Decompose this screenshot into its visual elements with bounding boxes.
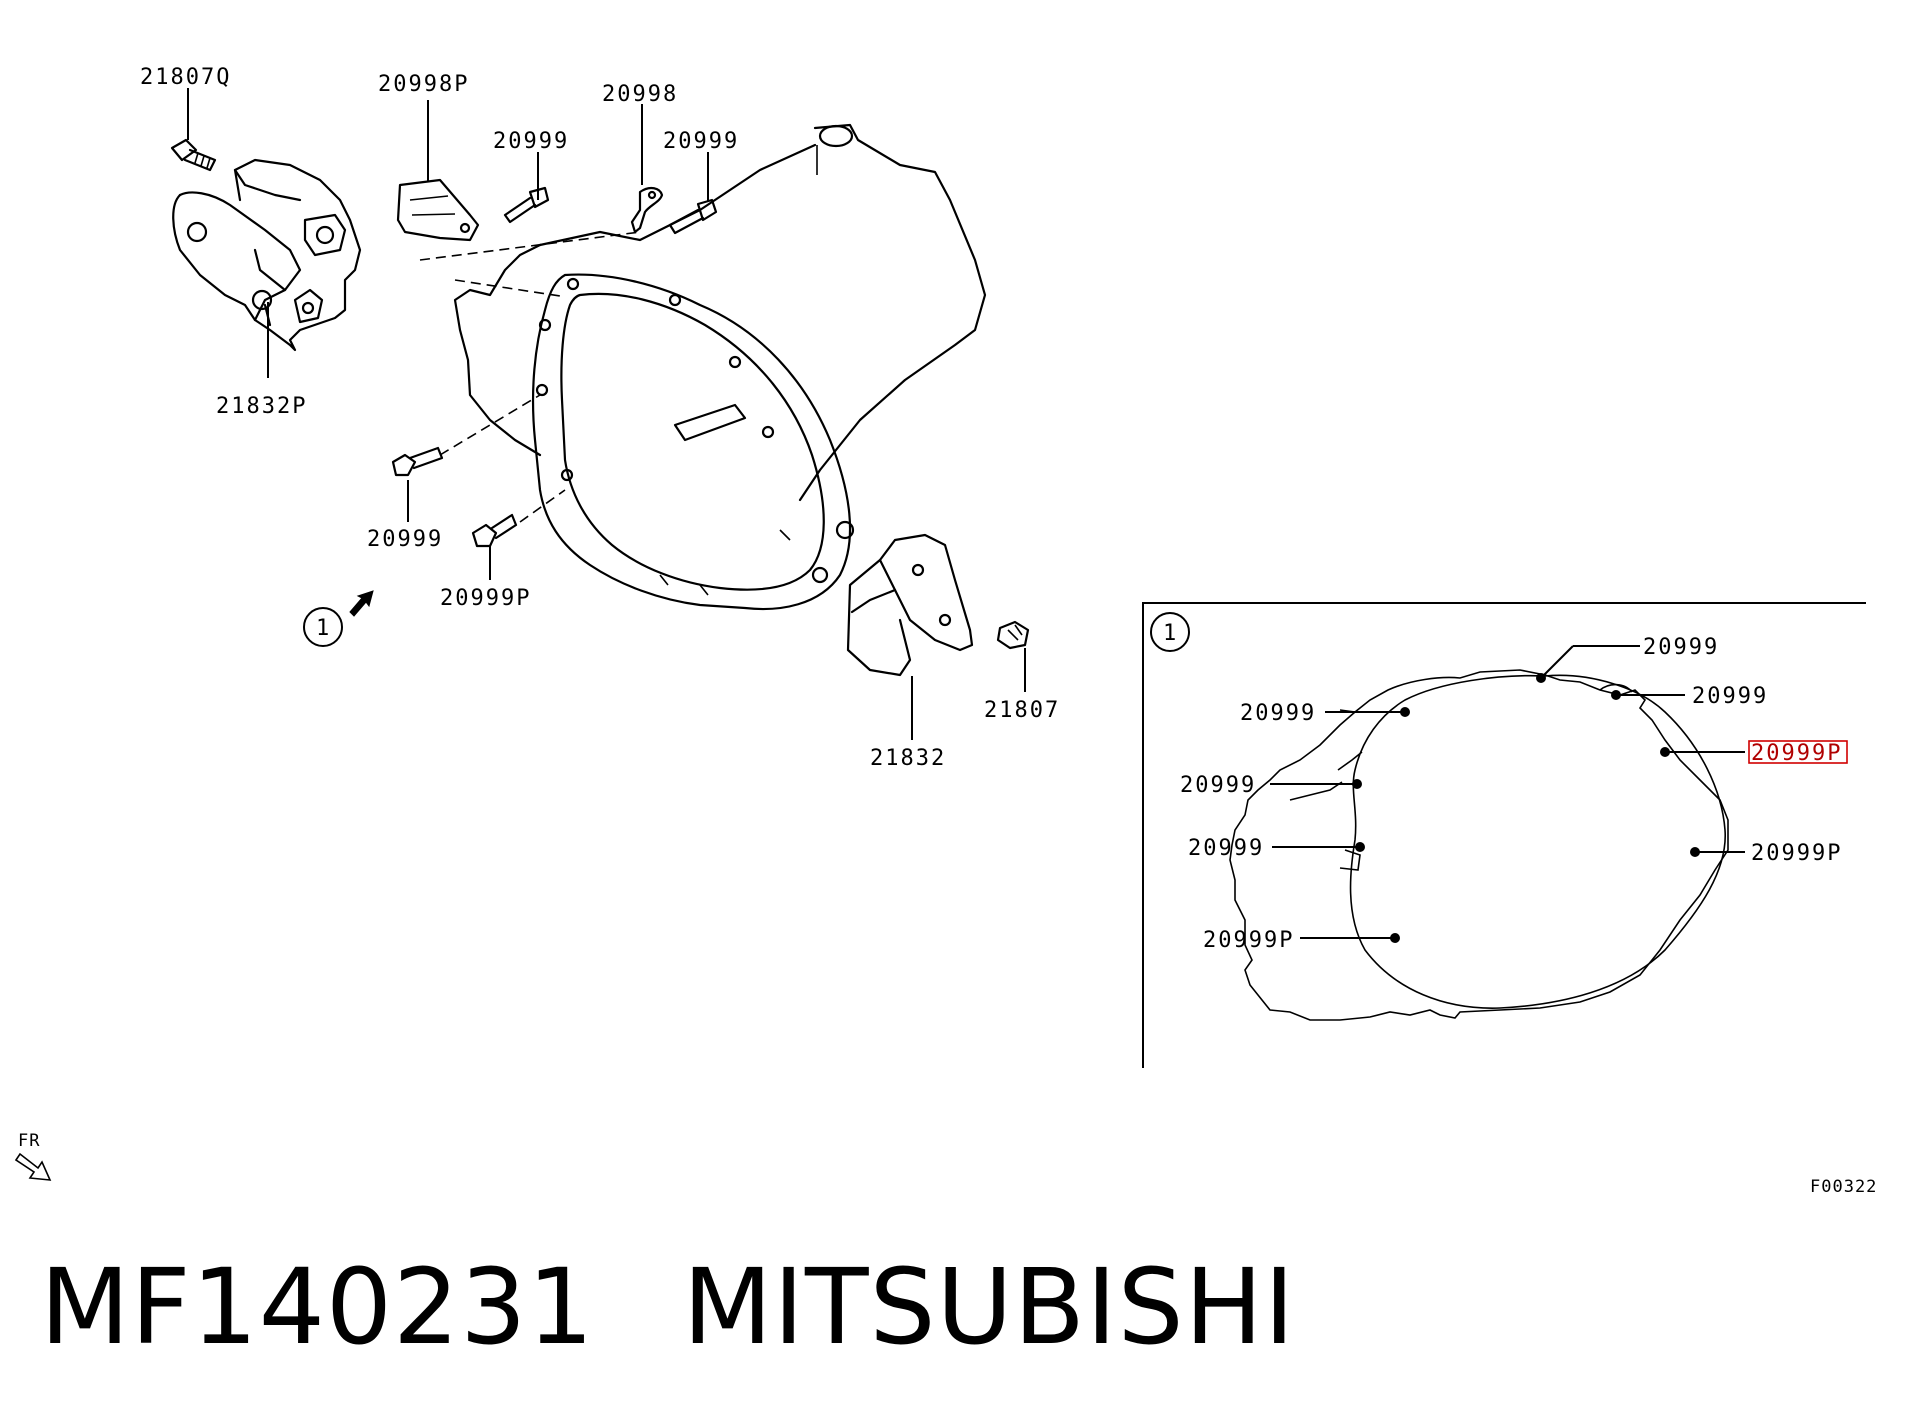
- fr-label: FR: [18, 1131, 40, 1151]
- label-20999-b: 20999: [663, 129, 739, 154]
- label-20998p: 20998P: [378, 72, 469, 97]
- detail-label-left: 20999: [1188, 836, 1264, 861]
- bolt-21807q: [170, 138, 217, 172]
- label-20999p: 20999P: [440, 586, 531, 611]
- detail-label-right-highlighted: 20999P: [1751, 741, 1842, 766]
- detail-label-upper-left: 20999: [1240, 701, 1316, 726]
- bolt-20999p-left: [471, 513, 518, 548]
- clip-20998: [630, 186, 664, 234]
- fr-arrow-icon: [14, 1152, 52, 1181]
- label-20999-a: 20999: [493, 129, 569, 154]
- label-20999-c: 20999: [367, 527, 443, 552]
- bolt-21807: [996, 620, 1030, 650]
- label-21832p: 21832P: [216, 394, 307, 419]
- highlight-box: [1748, 740, 1848, 764]
- detail-label-top: 20999: [1643, 635, 1719, 660]
- svg-text:1: 1: [316, 616, 329, 641]
- detail-label-mid-left: 20999: [1180, 773, 1256, 798]
- leaders: [187, 88, 1026, 740]
- label-21807: 21807: [984, 698, 1060, 723]
- upper-bracket-21832p: [172, 158, 362, 352]
- view-callout: 1: [303, 607, 343, 647]
- figure-code: F00322: [1810, 1177, 1877, 1197]
- detail-label-right-lower: 20999P: [1751, 841, 1842, 866]
- part-number: MF140231: [40, 1246, 595, 1368]
- transmission-housing: [453, 123, 987, 611]
- svg-text:1: 1: [1163, 621, 1176, 646]
- view-arrow: [349, 590, 374, 617]
- lower-bracket-21832: [846, 533, 974, 677]
- front-direction-indicator: FR: [14, 1131, 52, 1181]
- installation-lines: [419, 231, 641, 523]
- detail-label-lower-left: 20999P: [1203, 928, 1294, 953]
- shield-plate-20998p: [396, 178, 480, 242]
- label-20998: 20998: [602, 82, 678, 107]
- bolt-20999-top: [503, 186, 550, 224]
- detail-view: 1 20999 20999 20999: [1142, 602, 1866, 1068]
- brand-name: MITSUBISHI: [682, 1246, 1296, 1368]
- detail-label-top-right: 20999: [1692, 684, 1768, 709]
- label-21807q: 21807Q: [140, 65, 231, 90]
- label-21832: 21832: [870, 746, 946, 771]
- main-labels: 21807Q 20998P 20999 20998 20999 21832P 2…: [140, 65, 1060, 771]
- bolt-20999-left: [391, 446, 444, 477]
